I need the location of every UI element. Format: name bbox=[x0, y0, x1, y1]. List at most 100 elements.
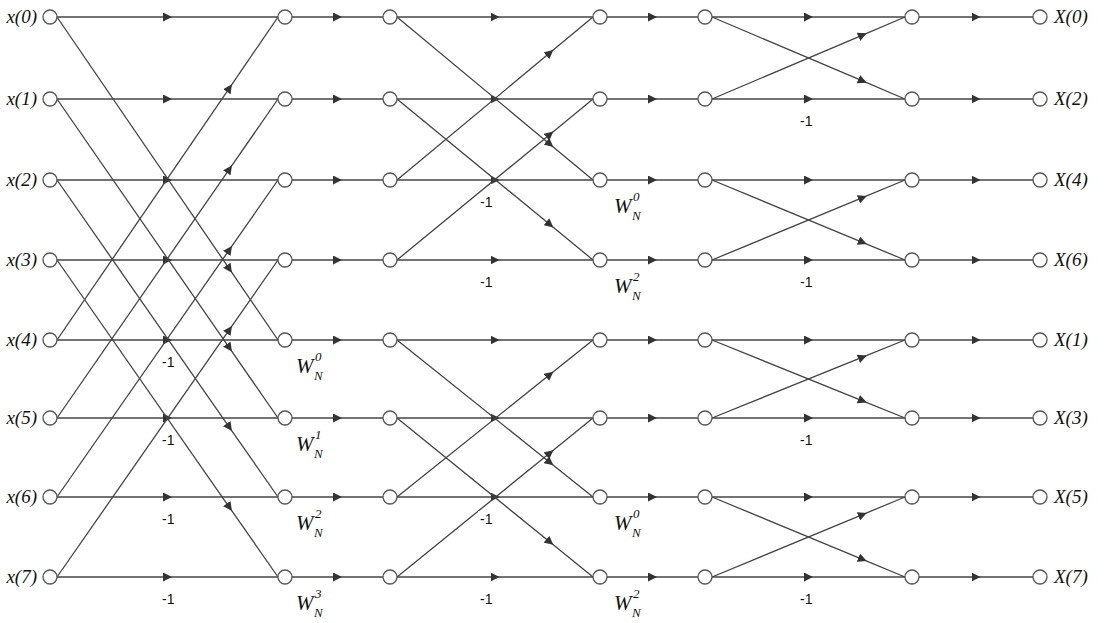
junction-circle bbox=[593, 490, 607, 504]
input-node: x(0) bbox=[6, 6, 58, 28]
junction-circle bbox=[905, 333, 919, 347]
signal-line bbox=[712, 417, 905, 418]
junction-circle bbox=[698, 10, 712, 24]
junction-circle bbox=[383, 10, 397, 24]
signal-line bbox=[712, 576, 905, 577]
junction-circle bbox=[905, 490, 919, 504]
multiplier-label: -1 bbox=[798, 274, 814, 290]
junction-circle bbox=[278, 490, 292, 504]
twiddle-factor: W bbox=[296, 593, 314, 614]
signal-line bbox=[607, 98, 698, 99]
node-circle bbox=[1032, 410, 1048, 426]
output-node: X(7) bbox=[1032, 566, 1088, 588]
twiddle-factor: 2 bbox=[633, 270, 640, 283]
signal-line bbox=[57, 17, 278, 340]
junction-circle bbox=[278, 92, 292, 106]
signal-line bbox=[57, 99, 278, 418]
multiplier-label: -1 bbox=[160, 591, 176, 607]
junction-circle bbox=[383, 92, 397, 106]
input-label: x(2) bbox=[6, 169, 37, 191]
node-circle bbox=[1032, 91, 1048, 107]
signal-line bbox=[292, 259, 383, 260]
junction-circle bbox=[905, 570, 919, 584]
output-node: X(6) bbox=[1032, 249, 1088, 271]
twiddle-factor: W bbox=[296, 434, 314, 455]
node-circle bbox=[42, 252, 58, 268]
twiddle-factor: 0 bbox=[315, 350, 322, 363]
input-node: x(4) bbox=[6, 329, 58, 351]
input-node: x(2) bbox=[6, 169, 58, 191]
node-circle bbox=[42, 9, 58, 25]
twiddle-factor: 2 bbox=[633, 587, 640, 600]
multiplier-label: -1 bbox=[798, 432, 814, 448]
junction-circle bbox=[905, 253, 919, 267]
signal-line bbox=[57, 180, 278, 497]
signal-line bbox=[607, 576, 698, 577]
junction-circle bbox=[278, 333, 292, 347]
signal-line bbox=[712, 497, 905, 577]
signal-line bbox=[397, 340, 593, 497]
signal-line bbox=[607, 339, 698, 340]
signal-line bbox=[919, 576, 1033, 577]
multiplier-label: -1 bbox=[478, 194, 494, 210]
junction-circle bbox=[383, 570, 397, 584]
signal-line bbox=[919, 179, 1033, 180]
node-circle bbox=[42, 332, 58, 348]
twiddle-factor: N bbox=[632, 526, 641, 539]
junction-circle bbox=[593, 411, 607, 425]
multiplier-label: -1 bbox=[798, 113, 814, 129]
signal-line bbox=[919, 98, 1033, 99]
twiddle-factor: W bbox=[614, 593, 632, 614]
input-label: x(1) bbox=[6, 88, 37, 110]
output-node: X(1) bbox=[1032, 329, 1088, 351]
twiddle-factor: N bbox=[314, 606, 323, 619]
input-label: x(4) bbox=[6, 329, 37, 351]
twiddle-factor: N bbox=[632, 606, 641, 619]
signal-line bbox=[57, 496, 278, 497]
signal-line bbox=[397, 99, 593, 260]
input-label: x(3) bbox=[6, 249, 37, 271]
signal-line bbox=[919, 496, 1033, 497]
signal-line bbox=[57, 260, 278, 577]
signal-line bbox=[292, 179, 383, 180]
node-circle bbox=[42, 489, 58, 505]
signal-line bbox=[397, 576, 593, 577]
junction-circle bbox=[698, 173, 712, 187]
node-circle bbox=[1032, 252, 1048, 268]
signal-line bbox=[292, 576, 383, 577]
multiplier-label: -1 bbox=[160, 432, 176, 448]
output-label: X(3) bbox=[1054, 407, 1088, 429]
signal-line bbox=[919, 339, 1033, 340]
input-node: x(3) bbox=[6, 249, 58, 271]
junction-circle bbox=[698, 253, 712, 267]
node-circle bbox=[1032, 569, 1048, 585]
signal-line bbox=[712, 180, 905, 260]
junction-circle bbox=[278, 411, 292, 425]
twiddle-factor: W bbox=[614, 513, 632, 534]
signal-line bbox=[712, 17, 905, 99]
signal-line bbox=[292, 16, 383, 17]
twiddle-factor: N bbox=[314, 526, 323, 539]
signal-line bbox=[57, 576, 278, 577]
junction-circle bbox=[905, 173, 919, 187]
junction-circle bbox=[905, 10, 919, 24]
input-label: x(5) bbox=[6, 407, 37, 429]
junction-circle bbox=[593, 92, 607, 106]
multiplier-label: -1 bbox=[478, 591, 494, 607]
output-node: X(4) bbox=[1032, 169, 1088, 191]
node-circle bbox=[1032, 9, 1048, 25]
signal-line bbox=[292, 339, 383, 340]
twiddle-factor: 3 bbox=[315, 587, 322, 600]
junction-circle bbox=[278, 253, 292, 267]
input-label: x(6) bbox=[6, 486, 37, 508]
signal-line bbox=[919, 259, 1033, 260]
signal-line bbox=[397, 340, 593, 497]
junction-circle bbox=[383, 333, 397, 347]
node-circle bbox=[42, 172, 58, 188]
signal-line bbox=[397, 99, 593, 260]
node-circle bbox=[1032, 172, 1048, 188]
signal-line bbox=[919, 16, 1033, 17]
signal-line bbox=[397, 418, 593, 577]
signal-line bbox=[57, 260, 278, 577]
